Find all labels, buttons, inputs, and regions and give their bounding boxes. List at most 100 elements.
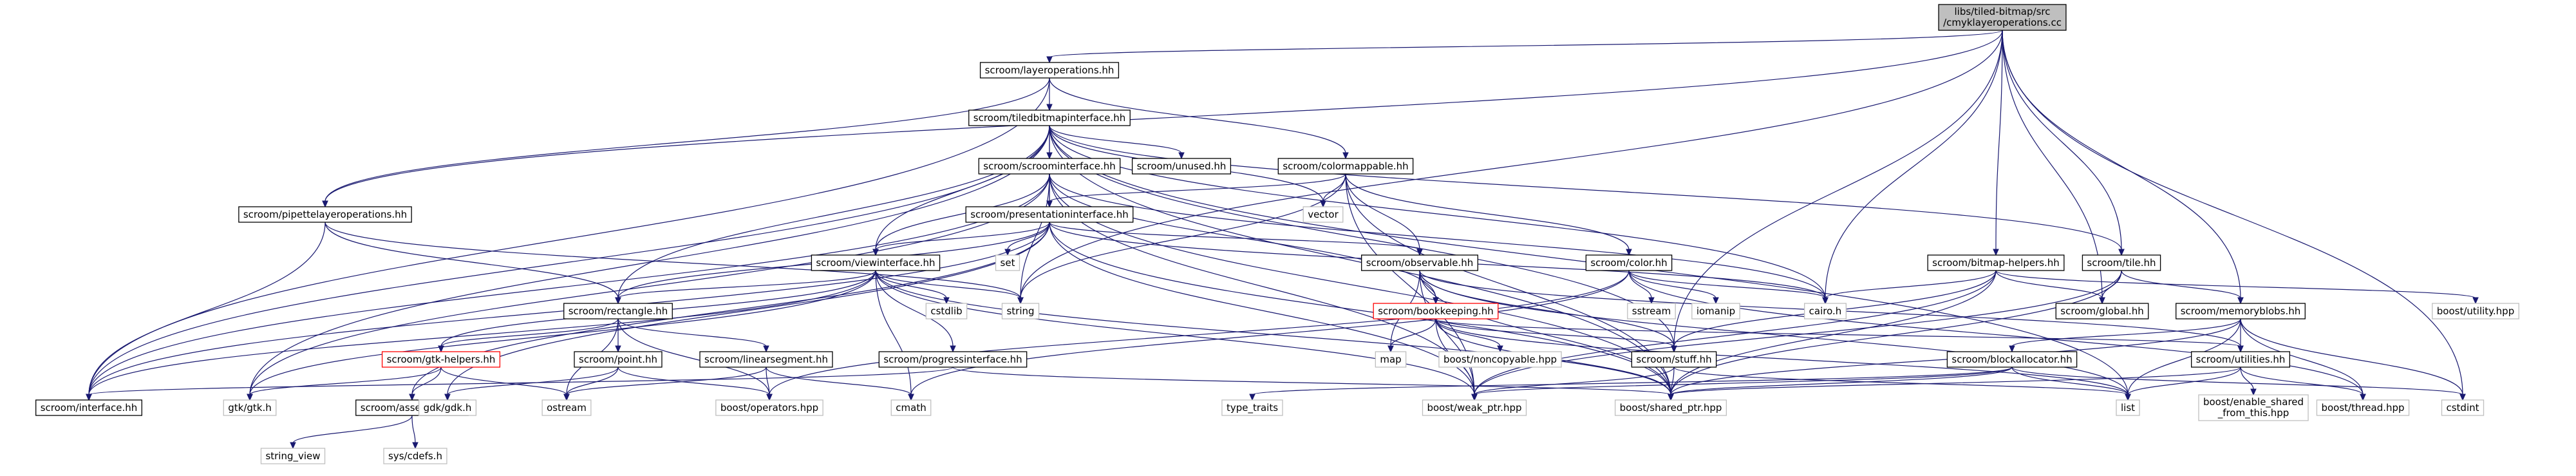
node-unused[interactable]: scroom/unused.hh bbox=[1131, 158, 1232, 175]
node-box bbox=[1373, 303, 1499, 319]
node-pipette[interactable]: scroom/pipettelayeroperations.hh bbox=[238, 206, 412, 223]
node-colormappable[interactable]: scroom/colormappable.hh bbox=[1277, 158, 1414, 175]
edge-tbi-to-cairo bbox=[1049, 125, 1829, 305]
node-label: scroom/presentationinterface.hh bbox=[970, 209, 1129, 220]
edge-root-to-cstdint bbox=[2002, 30, 2466, 401]
node-label: scroom/linearsegment.hh bbox=[704, 354, 828, 365]
node-label: scroom/rectangle.hh bbox=[569, 305, 668, 317]
node-label: scroom/bitmap-helpers.hh bbox=[1932, 257, 2060, 269]
node-blockalloc[interactable]: scroom/blockallocator.hh bbox=[1946, 351, 2078, 368]
node-linseg[interactable]: scroom/linearsegment.hh bbox=[699, 351, 833, 368]
node-bookkeeping[interactable]: scroom/bookkeeping.hh bbox=[1373, 303, 1499, 319]
node-layerops[interactable]: scroom/layeroperations.hh bbox=[979, 62, 1120, 79]
node-box bbox=[1614, 399, 1727, 416]
node-utilities[interactable]: scroom/utilities.hh bbox=[2191, 351, 2290, 368]
edge-linseg-to-cmath bbox=[766, 367, 914, 401]
node-viewif[interactable]: scroom/viewinterface.hh bbox=[811, 254, 941, 271]
node-root[interactable]: libs/tiled-bitmap/src/cmyklayeroperation… bbox=[1938, 4, 2067, 31]
edge-utilities-to-sharedptr bbox=[1668, 367, 2241, 401]
node-box bbox=[715, 399, 823, 416]
node-utilityhpp: boost/utility.hpp bbox=[2432, 303, 2519, 319]
edge-gtkhelpers-to-gtkh bbox=[247, 367, 442, 401]
node-box bbox=[1001, 303, 1040, 319]
node-typetraits: type_traits bbox=[1221, 399, 1283, 416]
node-progressif[interactable]: scroom/progressinterface.hh bbox=[878, 351, 1028, 368]
edge-linseg-to-operators bbox=[766, 367, 773, 401]
node-label: scroom/gtk-helpers.hh bbox=[387, 354, 496, 365]
node-box bbox=[811, 254, 941, 271]
edge-bmhelpers-to-utilityhpp bbox=[1995, 270, 2479, 305]
node-box bbox=[965, 206, 1134, 223]
node-bmhelpers[interactable]: scroom/bitmap-helpers.hh bbox=[1927, 254, 2065, 271]
node-global[interactable]: scroom/global.hh bbox=[2055, 303, 2149, 319]
node-rectangle[interactable]: scroom/rectangle.hh bbox=[563, 303, 673, 319]
node-label: scroom/interface.hh bbox=[41, 402, 138, 414]
edge-presif-to-sharedptr bbox=[1049, 222, 1674, 401]
edge-tbi-to-tile bbox=[1049, 125, 2125, 256]
node-presif[interactable]: scroom/presentationinterface.hh bbox=[965, 206, 1134, 223]
node-tbi[interactable]: scroom/tiledbitmapinterface.hh bbox=[968, 109, 1131, 126]
edge-stuff-to-weakptr bbox=[1471, 367, 1675, 401]
edge-bookkeeping-to-stuff bbox=[1435, 318, 1677, 353]
node-box bbox=[1422, 399, 1527, 416]
node-stuff[interactable]: scroom/stuff.hh bbox=[1631, 351, 1717, 368]
node-label: sys/cdefs.h bbox=[388, 450, 442, 462]
node-scroomif[interactable]: scroom/scroominterface.hh bbox=[978, 158, 1121, 175]
edge-bookkeeping-to-utilities bbox=[1435, 318, 2244, 353]
edge-colormappable-to-presif bbox=[1046, 173, 1346, 208]
node-box bbox=[1302, 206, 1344, 223]
node-label: scroom/viewinterface.hh bbox=[816, 257, 935, 269]
edge-gtkhelpers-to-assertions bbox=[409, 367, 442, 401]
edge-rectangle-to-gtkhelpers bbox=[438, 318, 619, 353]
node-box bbox=[1627, 303, 1676, 319]
node-observable[interactable]: scroom/observable.hh bbox=[1361, 254, 1478, 271]
node-box bbox=[2316, 399, 2410, 416]
node-sstream: sstream bbox=[1627, 303, 1676, 319]
node-thread: boost/thread.hpp bbox=[2316, 399, 2410, 416]
node-box bbox=[1938, 4, 2067, 31]
node-label: map bbox=[1380, 354, 1401, 365]
node-label: boost/noncopyable.hpp bbox=[1443, 354, 1557, 365]
node-layer: libs/tiled-bitmap/src/cmyklayeroperation… bbox=[35, 4, 2519, 464]
edge-color-to-sstream bbox=[1628, 270, 1655, 305]
node-label: scroom/tile.hh bbox=[2087, 257, 2156, 269]
edge-tile-to-memblobs bbox=[2121, 270, 2244, 305]
node-box bbox=[978, 158, 1121, 175]
edge-root-to-pipette bbox=[322, 30, 2003, 208]
node-set: set bbox=[995, 254, 1020, 271]
edge-assertions-to-stringview bbox=[290, 415, 413, 450]
node-box bbox=[1277, 158, 1414, 175]
edge-blockalloc-to-weakptr bbox=[1471, 367, 2013, 401]
node-box bbox=[2198, 394, 2309, 421]
node-box bbox=[979, 62, 1120, 79]
node-noncopyable: boost/noncopyable.hpp bbox=[1438, 351, 1562, 368]
node-color[interactable]: scroom/color.hh bbox=[1585, 254, 1673, 271]
node-box bbox=[2441, 399, 2485, 416]
node-label: scroom/progressinterface.hh bbox=[883, 354, 1022, 365]
node-cairo: cairo.h bbox=[1804, 303, 1847, 319]
node-tile[interactable]: scroom/tile.hh bbox=[2082, 254, 2161, 271]
node-box bbox=[1946, 351, 2078, 368]
node-vector: vector bbox=[1302, 206, 1344, 223]
node-label: scroom/observable.hh bbox=[1366, 257, 1474, 269]
node-label: boost/shared_ptr.hpp bbox=[1620, 402, 1722, 414]
node-point[interactable]: scroom/point.hh bbox=[574, 351, 663, 368]
node-interface[interactable]: scroom/interface.hh bbox=[35, 399, 142, 416]
node-box bbox=[418, 399, 477, 416]
node-label: string_view bbox=[265, 450, 320, 462]
edge-viewif-to-weakptr bbox=[875, 270, 1478, 401]
node-box bbox=[238, 206, 412, 223]
edge-linseg-to-ostream bbox=[563, 367, 767, 401]
node-label: boost/operators.hpp bbox=[720, 402, 818, 414]
edge-memblobs-to-blockalloc bbox=[2009, 318, 2241, 353]
edge-viewif-to-progressif bbox=[875, 270, 956, 353]
node-list: list bbox=[2116, 399, 2140, 416]
node-box bbox=[1361, 254, 1478, 271]
node-map: map bbox=[1375, 351, 1407, 368]
node-label: boost/enable_shared bbox=[2203, 396, 2304, 408]
node-box bbox=[968, 109, 1131, 126]
edge-pipette-to-interface bbox=[86, 222, 326, 401]
node-gtkhelpers[interactable]: scroom/gtk-helpers.hh bbox=[381, 351, 501, 368]
node-memblobs[interactable]: scroom/memoryblobs.hh bbox=[2176, 303, 2306, 319]
